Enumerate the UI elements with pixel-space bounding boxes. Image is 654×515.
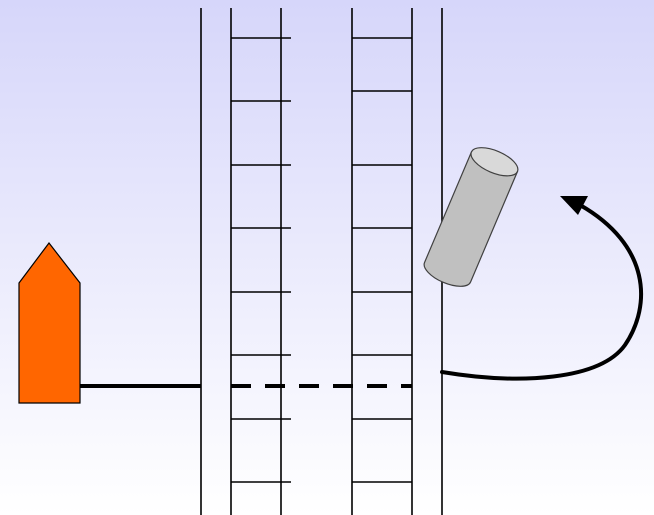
track-1-rungs — [231, 37, 291, 483]
curved-arrow-line — [440, 203, 644, 381]
track-1 — [200, 8, 291, 515]
arrow-head-icon — [560, 196, 588, 215]
cylinder-body — [423, 151, 519, 287]
left-marker-icon — [18, 242, 81, 404]
cylinder-top — [470, 147, 519, 177]
cylinder-icon — [423, 147, 519, 287]
track-2-rungs — [352, 37, 412, 483]
